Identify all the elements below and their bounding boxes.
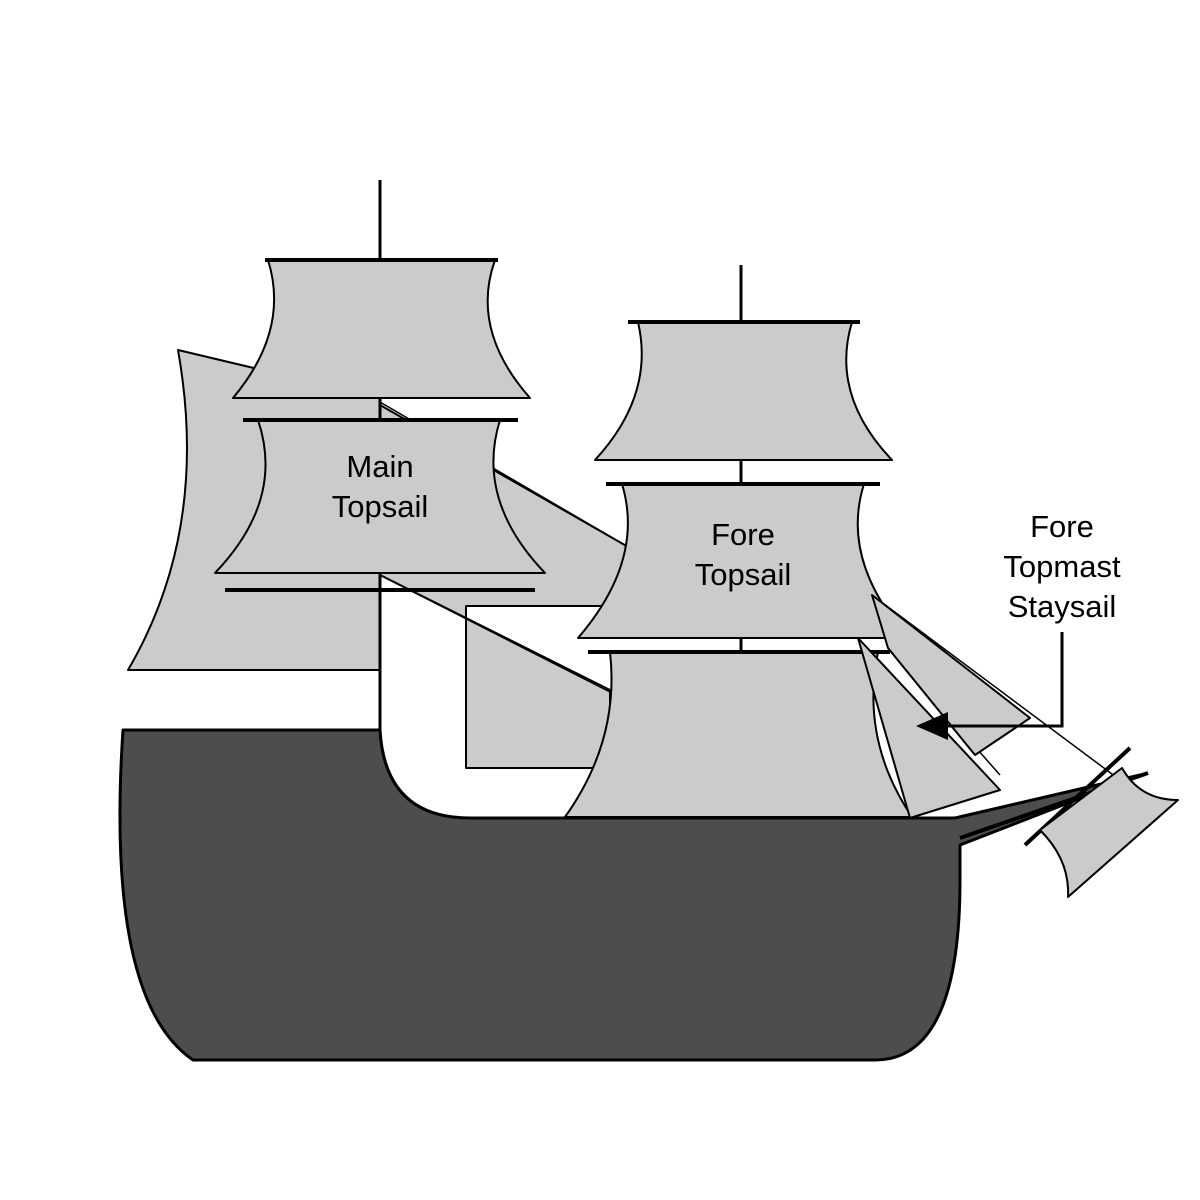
fore-topgallant-sail (594, 321, 893, 461)
fore-topsail-label: Fore Topsail (694, 517, 792, 592)
fore-topmast-staysail-label: Fore Topmast Staysail (1003, 509, 1121, 624)
staysail-callout-line (945, 632, 1064, 728)
main-topgallant-sail (232, 259, 531, 399)
jib-sail (871, 594, 1031, 756)
fore-course-sail (564, 651, 913, 818)
main-lower-stay-line (379, 574, 611, 693)
ship-hull (118, 728, 1142, 1062)
main-topsail-label: Main Topsail (331, 449, 429, 524)
spritsail (1039, 767, 1179, 898)
main-topsail (214, 419, 546, 574)
staysail-callout-arrowhead (916, 712, 948, 740)
